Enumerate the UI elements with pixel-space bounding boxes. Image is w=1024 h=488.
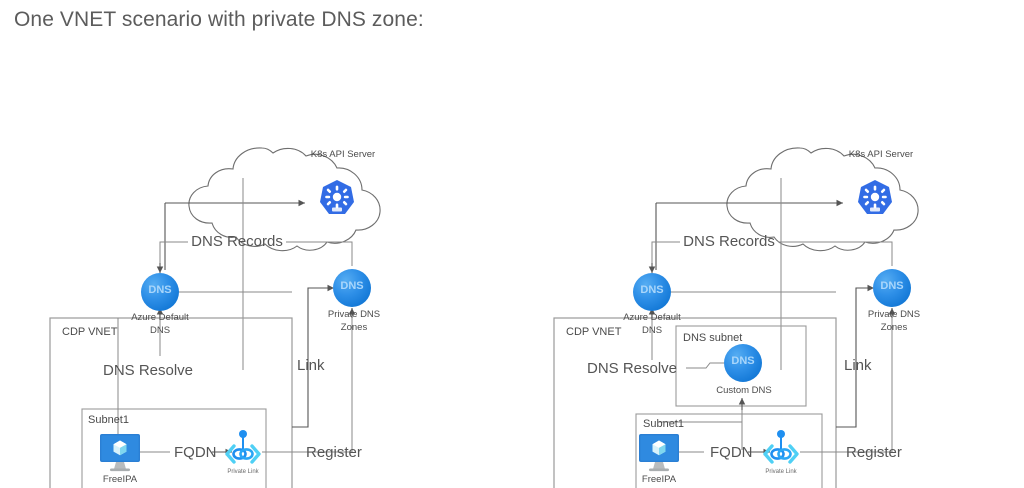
dns-subnet-box [675, 325, 807, 407]
dns-globe-icon-azure-default [633, 273, 671, 311]
label-freeipa: FreeIPA [102, 474, 138, 485]
dns-label-private-zones: DNS [880, 280, 904, 292]
subnet1-box [81, 408, 267, 488]
label-azure-default-dns-line1: Azure Default [131, 312, 189, 323]
label-private-link: Private Link [227, 469, 259, 475]
diagram-custom-dns: DNS DNS DNS DNS Records Azure Default DN… [524, 70, 1024, 488]
label-dns-subnet: DNS subnet [683, 332, 743, 344]
edge-link [292, 284, 334, 428]
label-cdp-vnet: CDP VNET [62, 326, 118, 338]
page-title: One VNET scenario with private DNS zone: [14, 8, 424, 31]
edge-label-fqdn: FQDN [710, 444, 753, 461]
label-freeipa: FreeIPA [641, 474, 677, 485]
label-private-dns-zones-line2: Zones [880, 322, 908, 333]
label-private-link: Private Link [765, 469, 797, 475]
label-subnet1: Subnet1 [643, 418, 684, 430]
edge-link [836, 284, 874, 428]
edge-dnsrecords-right-elbow [286, 241, 353, 266]
label-private-dns-zones-line1: Private DNS [327, 309, 381, 320]
edge-label-link: Link [297, 357, 325, 374]
label-subnet1: Subnet1 [88, 414, 129, 426]
edge-register-line [800, 310, 893, 453]
edge-label-fqdn: FQDN [174, 444, 217, 461]
edge-label-link: Link [844, 357, 872, 374]
label-k8s-api-server: K8s API Server [848, 149, 914, 160]
dns-label-azure-default: DNS [640, 284, 664, 296]
edge-register-line [262, 310, 353, 453]
label-custom-dns: Custom DNS [716, 385, 772, 396]
dns-label-custom-dns: DNS [731, 355, 755, 367]
edge-label-register: Register [306, 444, 362, 461]
label-private-dns-zones-line2: Zones [340, 322, 368, 333]
label-azure-default-dns-line2: DNS [149, 325, 171, 336]
edge-dnsrecords-left-elbow [159, 241, 188, 263]
vnet-box [49, 317, 293, 488]
diagram-right-canvas [553, 147, 919, 488]
dns-globe-icon-private-zones [873, 269, 911, 307]
private-link-icon [763, 430, 799, 464]
dns-globe-icon-private-zones [333, 269, 371, 307]
edge-dnsrecords-right-elbow [778, 241, 893, 266]
edge-label-dns-resolve: DNS Resolve [587, 360, 678, 377]
label-private-dns-zones-line1: Private DNS [867, 309, 921, 320]
label-k8s-api-server: K8s API Server [310, 149, 376, 160]
private-link-icon [225, 430, 261, 464]
freeipa-vm-icon [100, 434, 140, 472]
label-cdp-vnet: CDP VNET [566, 326, 622, 338]
freeipa-vm-icon [639, 434, 679, 472]
dns-label-private-zones: DNS [340, 280, 364, 292]
subnet1-box [635, 413, 823, 488]
cloud-shape [726, 147, 919, 252]
vnet-box [553, 317, 837, 488]
diagram-left-canvas [49, 147, 381, 488]
edge-label-dns-resolve: DNS Resolve [103, 362, 194, 379]
dns-label-azure-default: DNS [148, 284, 172, 296]
kubernetes-icon [858, 180, 892, 214]
edge-dnsresolve-to-customdns [686, 362, 724, 369]
edge-label-dns-records: DNS Records [191, 233, 283, 250]
dns-globe-icon-azure-default [141, 273, 179, 311]
diagram-azure-default-dns: DNS DNS DNS Records Azure Default DNS Pr… [0, 70, 500, 488]
kubernetes-icon [320, 180, 354, 214]
dns-globe-icon-custom-dns [724, 344, 762, 382]
label-azure-default-dns-line1: Azure Default [623, 312, 681, 323]
edge-dnsrecords-left-elbow [651, 241, 680, 263]
edge-label-dns-records: DNS Records [683, 233, 775, 250]
cloud-shape [188, 147, 381, 252]
label-azure-default-dns-line2: DNS [641, 325, 663, 336]
edge-label-register: Register [846, 444, 902, 461]
